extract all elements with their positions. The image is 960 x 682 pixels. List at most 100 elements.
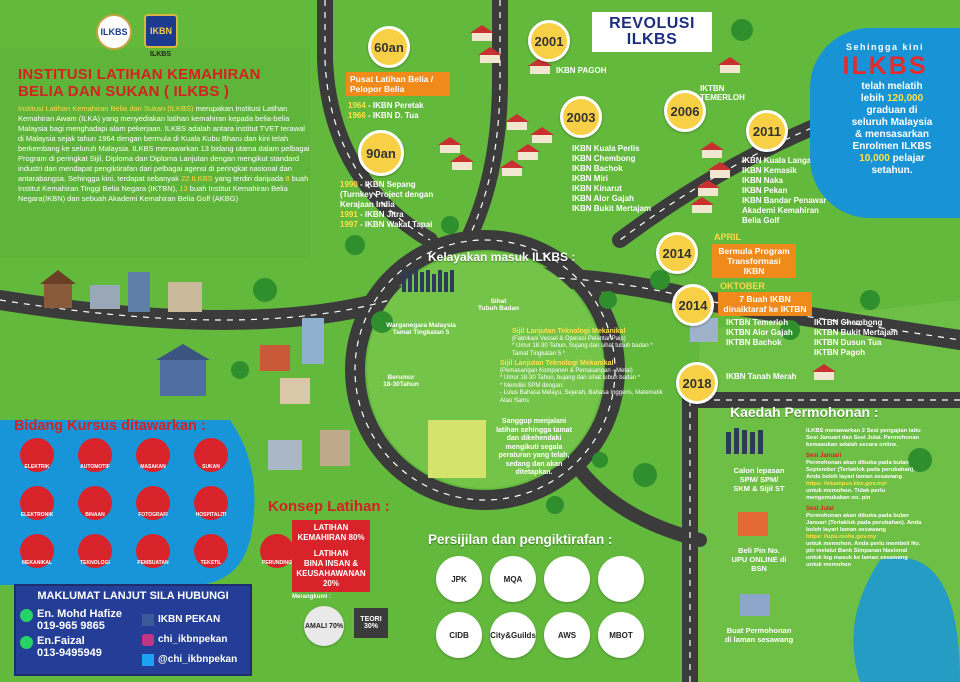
list-2014-oktober-b: IKTBN Chembong IKTBN Bukit Mertajam IKTB… bbox=[814, 318, 904, 358]
list-90an: 1990 - IKBN Sepang (Turnkey Project deng… bbox=[340, 180, 450, 230]
list-2001: IKBN PAGOH bbox=[556, 66, 607, 75]
detail-text: Permohonan akan dibuka pada bulan Januar… bbox=[806, 513, 922, 533]
intro-text: buah Institut Kemahiran Tinggi Belia Neg… bbox=[18, 174, 309, 193]
item-year: 1966 bbox=[348, 111, 366, 120]
intro-highlight: 22 ILKBS bbox=[181, 174, 213, 183]
list-item: Akademi Kemahiran bbox=[742, 206, 819, 215]
intro-highlight: 13 bbox=[179, 184, 188, 193]
list-item: IKBN Kuala Langat bbox=[742, 156, 815, 165]
intro-highlight: Institusi Latihan Kemahiran Belia dan Su… bbox=[18, 104, 194, 113]
box-line: KEUSAHAWANAN 20% bbox=[296, 569, 366, 588]
course-label: MEKANIKAL bbox=[22, 560, 52, 566]
board-text: TEORI 30% bbox=[360, 616, 382, 630]
course-icon: MASAKAN bbox=[136, 438, 170, 472]
list-2011: IKBN Kuala Langat IKBN Kemasik IKBN Naka… bbox=[742, 156, 842, 226]
social-twitter[interactable]: @chi_ikbnpekan bbox=[142, 650, 252, 670]
list-2018: IKBN Tanah Merah bbox=[726, 372, 797, 381]
year-circle-2014-oktober: 2014 bbox=[672, 284, 714, 326]
list-item: 1966 - IKBN D. Tua bbox=[348, 111, 458, 121]
instagram-icon bbox=[142, 634, 154, 646]
stats-text: graduan di bbox=[866, 105, 918, 116]
amali-badge: AMALI 70% bbox=[304, 606, 344, 646]
list-item: 1997 - IKBN Wakaf Tapai bbox=[340, 220, 450, 230]
detail-text: untuk memohon. Tidak perlu mengemukakan … bbox=[806, 488, 886, 501]
stats-number: 120,000 bbox=[886, 93, 924, 104]
list-item: IKBN Pekan bbox=[742, 186, 788, 195]
year-circle-2003: 2003 bbox=[560, 96, 602, 138]
konsep-box-2: LATIHAN BINA INSAN & KEUSAHAWANAN 20% bbox=[292, 546, 370, 592]
logo-text: IKBN bbox=[150, 26, 172, 36]
year-label: 90an bbox=[366, 145, 396, 161]
course-label: MASAKAN bbox=[140, 464, 166, 470]
label-line: Sihat bbox=[490, 298, 507, 305]
stats-text: & mensasarkan Enrolmen ILKBS bbox=[852, 129, 932, 152]
stl-note: * Memiliki SPM dengan: bbox=[500, 382, 564, 389]
ikbn-crest-logo: IKBN bbox=[144, 14, 178, 48]
kelayakan-umur: Berumur 18-30Tahun bbox=[376, 374, 426, 388]
box-line: BINA INSAN & bbox=[303, 559, 359, 568]
kelayakan-sihat: Sihat Tubuh Badan bbox=[478, 298, 519, 312]
course-icon: HOSPITALITI bbox=[194, 486, 228, 520]
intro-paragraph: Institusi Latihan Kemahiran Belia dan Su… bbox=[18, 104, 310, 204]
course-label: ELEKTRIK bbox=[24, 464, 50, 470]
list-item: IKBN Alor Gajah bbox=[572, 194, 634, 203]
stats-text: pelajar bbox=[892, 153, 925, 164]
list-item: IKTBN Bukit Mertajam bbox=[814, 328, 899, 337]
detail-link[interactable]: https: //upu.mohe.gov.my bbox=[806, 534, 877, 540]
stats-text: lebih bbox=[860, 93, 885, 104]
list-item: TEMERLOH bbox=[700, 93, 745, 102]
cert-label: City&Guilds bbox=[490, 630, 536, 640]
social-links: IKBN PEKAN chi_ikbnpekan @chi_ikbnpekan bbox=[142, 610, 252, 670]
course-label: ELEKTRONIK bbox=[20, 512, 54, 518]
year-circle-2018: 2018 bbox=[676, 362, 718, 404]
contact-name: En.Faizal bbox=[37, 635, 85, 647]
course-icon: TEKNOLOGI bbox=[78, 534, 112, 568]
page-title: INSTITUSI LATIHAN KEMAHIRAN BELIA DAN SU… bbox=[18, 66, 298, 100]
year-label: 2006 bbox=[670, 103, 700, 119]
step-line: SPM/ SPM/ bbox=[739, 475, 779, 484]
item-name: - IKBN Sepang (Turnkey Project dengan Ke… bbox=[340, 180, 434, 209]
cert-label: JPK bbox=[451, 574, 467, 584]
badge-text: Pusat Latihan Belia / Pelopor Belia bbox=[350, 74, 434, 94]
contact-people: En. Mohd Hafize 019-965 9865 En.Faizal 0… bbox=[20, 608, 140, 659]
badge-line: Bermula Program bbox=[718, 246, 790, 256]
month-april: APRIL bbox=[714, 232, 741, 242]
list-item: IKTBN Bachok bbox=[726, 338, 782, 347]
item-year: 1990 bbox=[340, 180, 358, 189]
year-circle-60an: 60an bbox=[368, 26, 410, 68]
contact-phone[interactable]: 013-9495949 bbox=[37, 647, 102, 659]
list-item: 1990 - IKBN Sepang (Turnkey Project deng… bbox=[340, 180, 450, 210]
label-line: 18-30Tahun bbox=[383, 381, 419, 388]
list-item: IKTBN Alor Gajah bbox=[726, 328, 793, 337]
year-label: 2018 bbox=[682, 375, 712, 391]
intro-text: buah Institut Kemahiran Belia Negara(IKB… bbox=[18, 184, 288, 203]
social-facebook[interactable]: IKBN PEKAN bbox=[142, 610, 252, 630]
social-label: IKBN PEKAN bbox=[158, 614, 221, 625]
badge-line: dinaiktaraf ke IKTBN bbox=[723, 304, 807, 314]
teori-board: TEORI 30% bbox=[354, 608, 388, 638]
course-icon: ELEKTRONIK bbox=[20, 486, 54, 520]
stats-number: 10,000 bbox=[859, 153, 890, 164]
step-line: Beli Pin No. bbox=[738, 546, 780, 555]
revolusi-line-1: REVOLUSI bbox=[609, 15, 695, 32]
box-line: LATIHAN bbox=[313, 523, 349, 532]
badge-line: Transformasi IKBN bbox=[727, 256, 781, 276]
item-year: 1964 bbox=[348, 101, 366, 110]
social-instagram[interactable]: chi_ikbnpekan bbox=[142, 630, 252, 650]
kelayakan-tamat: Sanggup menjalani latihan sehingga tamat… bbox=[496, 418, 572, 476]
cert-logo bbox=[544, 556, 590, 602]
course-label: PEMBUATAN bbox=[137, 560, 169, 566]
year-circle-90an: 90an bbox=[358, 130, 404, 176]
detail-text: untuk memohon. Anda perlu membeli No. pi… bbox=[806, 541, 921, 568]
badge-2014-april: Bermula Program Transformasi IKBN bbox=[712, 244, 796, 278]
kelayakan-stl2: Sijil Lanjutan Teknologi Mekanikal (Pema… bbox=[500, 360, 670, 405]
kaedah-step-2: Beli Pin No. UPU ONLINE di BSN bbox=[722, 546, 796, 573]
list-item: IKTBN Temerloh bbox=[726, 318, 789, 327]
course-icon: TEKSTIL bbox=[194, 534, 228, 568]
detail-link[interactable]: https: //ekampus.kbs.gov.my/ bbox=[806, 481, 887, 487]
course-label: HOSPITALITI bbox=[195, 512, 227, 518]
contact-phone[interactable]: 019-965 9865 bbox=[37, 620, 105, 632]
course-label: SUKAN bbox=[202, 464, 220, 470]
contact-info: En.Faizal 013-9495949 bbox=[37, 635, 102, 659]
revolusi-line-2: ILKBS bbox=[626, 31, 678, 48]
